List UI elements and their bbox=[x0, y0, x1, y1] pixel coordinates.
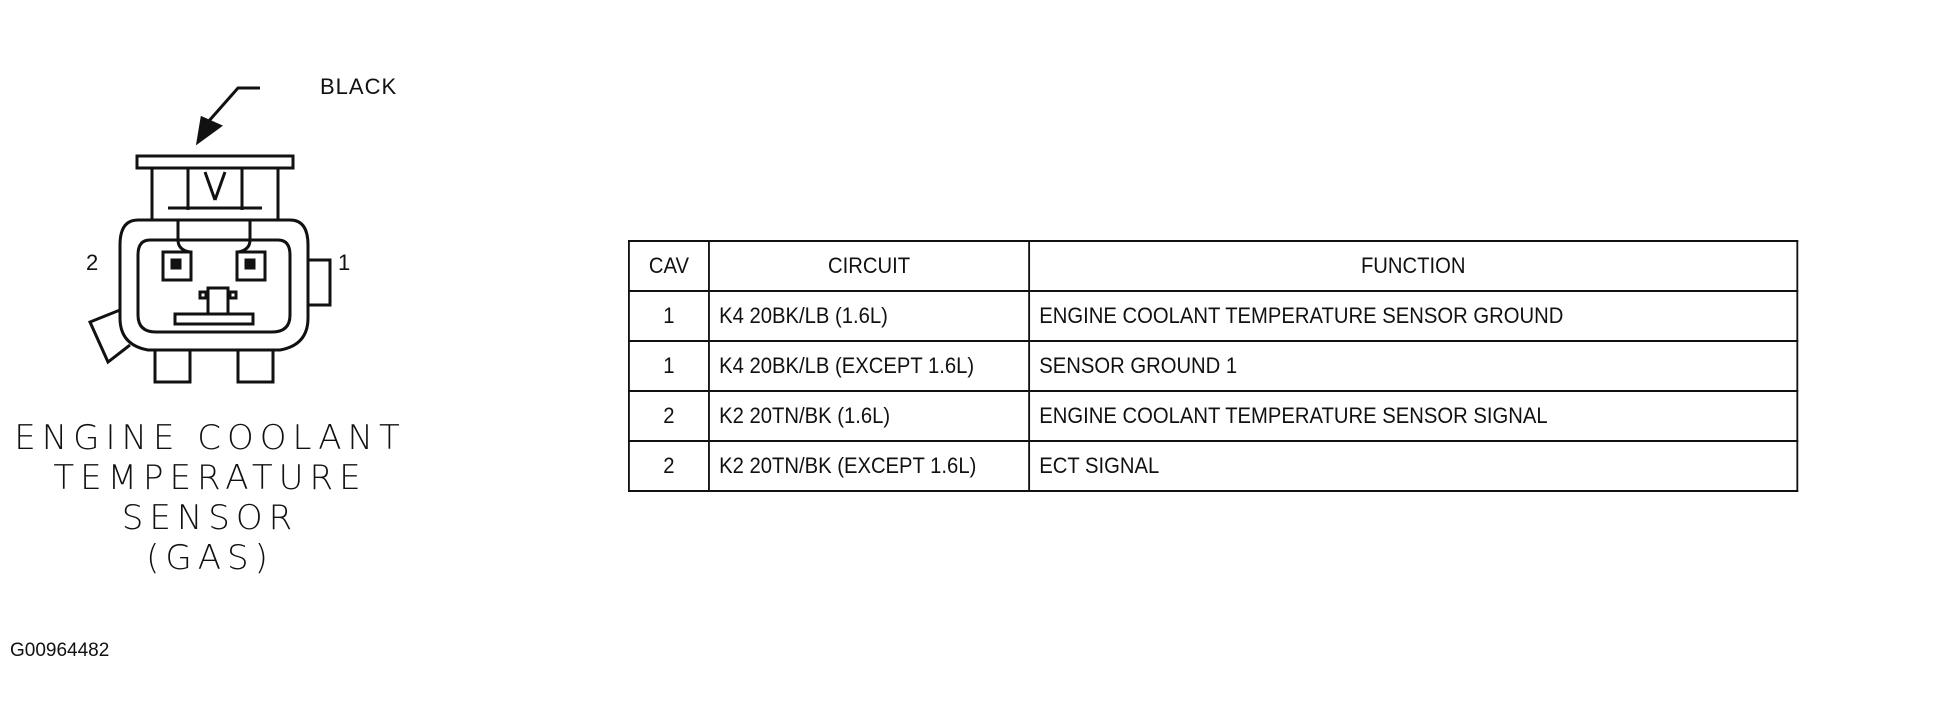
cell-cav: 2 bbox=[627, 390, 710, 442]
connector-face bbox=[136, 238, 292, 334]
figure-id: G00964482 bbox=[10, 640, 110, 661]
cell-cav: 1 bbox=[627, 290, 710, 342]
cell-circuit: K2 20TN/BK (1.6L) bbox=[708, 390, 1031, 442]
connector-right-tab bbox=[308, 258, 332, 307]
table-row: 2 K2 20TN/BK (1.6L) ENGINE COOLANT TEMPE… bbox=[627, 390, 1799, 442]
cell-cav: 2 bbox=[627, 440, 710, 492]
cell-circuit: K2 20TN/BK (EXCEPT 1.6L) bbox=[708, 440, 1031, 492]
header-circuit: CIRCUIT bbox=[708, 240, 1031, 292]
caption-line-3: SENSOR bbox=[121, 498, 299, 538]
color-leader-line bbox=[206, 86, 260, 123]
cell-function: ENGINE COOLANT TEMPERATURE SENSOR GROUND bbox=[1028, 290, 1799, 342]
cell-cav: 1 bbox=[627, 340, 710, 392]
pin-label-1: 1 bbox=[338, 250, 351, 275]
connector-drawing bbox=[87, 86, 332, 384]
table-row: 1 K4 20BK/LB (EXCEPT 1.6L) SENSOR GROUND… bbox=[627, 340, 1799, 392]
pin-label-2: 2 bbox=[86, 250, 99, 275]
connector-left-latch bbox=[87, 308, 131, 365]
cell-function: ECT SIGNAL bbox=[1028, 440, 1799, 492]
table-row: 1 K4 20BK/LB (1.6L) ENGINE COOLANT TEMPE… bbox=[627, 290, 1799, 342]
terminal-2 bbox=[161, 250, 193, 282]
header-cav: CAV bbox=[627, 240, 710, 292]
connector-top-rail bbox=[135, 154, 295, 170]
component-caption: ENGINE COOLANT TEMPERATURE SENSOR (GAS) bbox=[0, 418, 420, 578]
terminal-1 bbox=[235, 250, 267, 282]
table-row: 2 K2 20TN/BK (EXCEPT 1.6L) ECT SIGNAL bbox=[627, 440, 1799, 492]
connector-outer-body bbox=[118, 218, 310, 352]
header-function: FUNCTION bbox=[1028, 240, 1799, 292]
table-header-row: CAV CIRCUIT FUNCTION bbox=[627, 240, 1799, 292]
caption-line-1: ENGINE COOLANT bbox=[14, 418, 406, 458]
cell-function: SENSOR GROUND 1 bbox=[1028, 340, 1799, 392]
caption-line-2: TEMPERATURE bbox=[53, 458, 367, 498]
cell-circuit: K4 20BK/LB (EXCEPT 1.6L) bbox=[708, 340, 1031, 392]
connector-leg-left bbox=[153, 350, 192, 384]
cell-function: ENGINE COOLANT TEMPERATURE SENSOR SIGNAL bbox=[1028, 390, 1799, 442]
caption-line-4: (GAS) bbox=[146, 538, 274, 578]
connector-color-label: BLACK bbox=[320, 74, 398, 99]
color-arrowhead bbox=[195, 115, 223, 146]
center-key bbox=[206, 286, 230, 316]
cell-circuit: K4 20BK/LB (1.6L) bbox=[708, 290, 1031, 342]
connector-leg-right bbox=[236, 350, 275, 384]
pinout-table: CAV CIRCUIT FUNCTION 1 K4 20BK/LB (1.6L)… bbox=[627, 240, 1799, 492]
